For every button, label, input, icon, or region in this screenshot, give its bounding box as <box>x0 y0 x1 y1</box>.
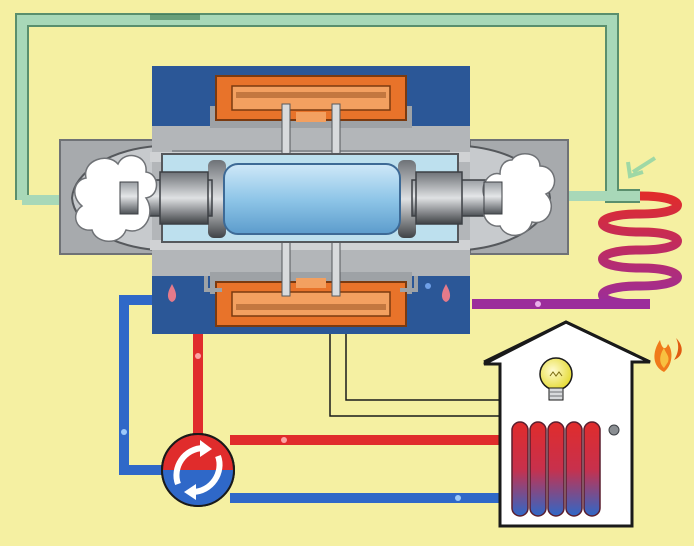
linear-alternator-coils <box>215 75 407 327</box>
steam-cloud-icon <box>74 153 556 242</box>
light-bulb-icon <box>539 357 573 401</box>
displacer-piston <box>119 153 503 243</box>
water-pipes <box>119 295 514 503</box>
arrow-icon <box>626 156 657 179</box>
droplet-icon <box>167 276 451 302</box>
flame-icon <box>654 338 682 372</box>
pump-icon <box>161 433 235 507</box>
radiator-icon <box>511 421 620 517</box>
heater-coil <box>598 191 682 309</box>
